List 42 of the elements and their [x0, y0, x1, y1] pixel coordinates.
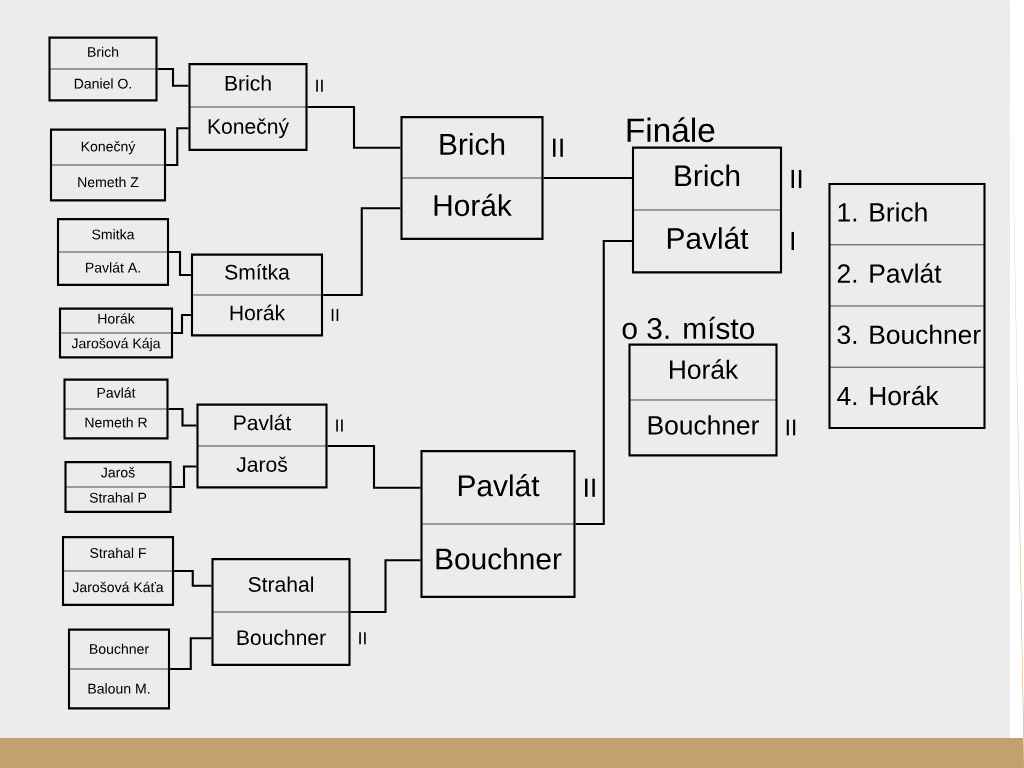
bracket-line: [323, 207, 401, 297]
tally-mark: II: [585, 478, 595, 497]
match-box: Brich Pavlát: [631, 146, 783, 274]
tally-mark: II: [316, 79, 323, 92]
tally-mark: II: [786, 419, 796, 436]
bracket-line: [170, 637, 212, 671]
match-box: Brich Daniel O.: [48, 36, 158, 102]
bracket-line: [174, 569, 212, 587]
bracket-line: [171, 465, 197, 489]
tally-mark: II: [331, 308, 339, 322]
bracket-line: [327, 444, 421, 489]
match-box: Pavlát Jaroš: [196, 403, 328, 489]
tally-mark: II: [553, 138, 563, 157]
tally-mark: I: [791, 231, 794, 251]
match-box: Pavlát Bouchner: [420, 450, 576, 598]
tally-mark: II: [359, 632, 366, 645]
bracket-line: [173, 313, 191, 335]
bracket-line: [575, 239, 632, 526]
tally-mark: II: [336, 419, 343, 432]
tally-mark: II: [791, 169, 802, 189]
bracket-line: [543, 176, 632, 180]
match-box: Smítka Horák: [190, 253, 324, 337]
bracket-line: [307, 105, 401, 149]
bracket-line: [350, 559, 421, 614]
match-box: 1. Brich 2. Pavlát 3. Bouchner 4. Horák: [828, 182, 986, 430]
heading: o 3. místo: [622, 316, 755, 340]
bracket-line: [157, 67, 189, 87]
match-box: Horák Jarošová Kája: [58, 307, 174, 359]
match-box: Strahal Bouchner: [211, 558, 351, 666]
match-box: Pavlát Nemeth R: [63, 378, 169, 440]
match-box: Brich Horák: [400, 116, 544, 240]
heading: Finále: [627, 117, 715, 143]
match-box: Brich Konečný: [188, 63, 308, 151]
match-box: Strahal F Jarošová Káťa: [61, 536, 175, 606]
match-box: Jaroš Strahal P: [64, 461, 172, 513]
match-box: Konečný Nemeth Z: [49, 128, 167, 202]
match-box: Horák Bouchner: [628, 343, 778, 457]
bracket-line: [168, 407, 197, 427]
bracket-line: [166, 127, 189, 167]
bracket-line: [169, 250, 191, 277]
match-box: Smitka Pavlát A.: [56, 218, 170, 286]
match-box: Bouchner Baloun M.: [67, 628, 171, 710]
